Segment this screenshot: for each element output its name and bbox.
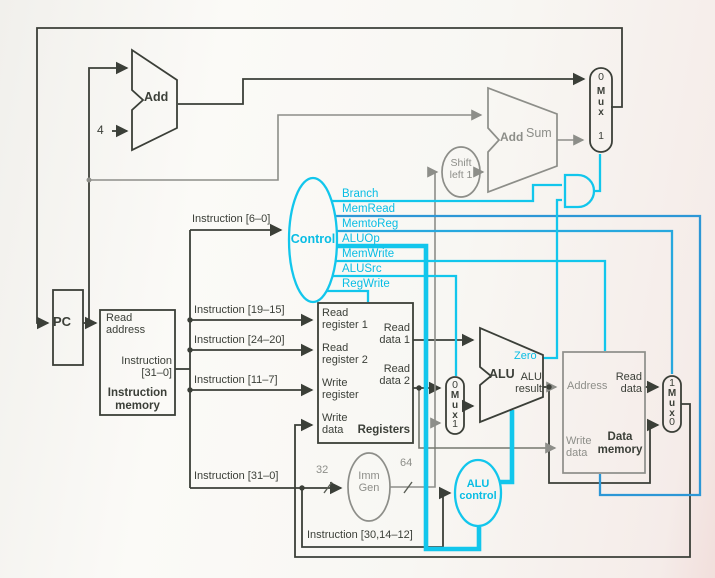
registers-read-register-2-label: Read register 2 (322, 342, 368, 367)
memtoreg-mux (662, 375, 682, 433)
registers-write-data-label: Write data (322, 412, 348, 437)
registers-read-register-1-label: Read register 1 (322, 307, 368, 332)
instr-rd-label: Instruction [11–7] (194, 374, 278, 386)
increment-4-label: 4 (97, 123, 104, 137)
imem-title: Instruction memory (107, 387, 168, 412)
memtoreg-mux-input-1-label: 1 (669, 377, 675, 389)
pc-adder-shape (131, 48, 178, 152)
pcsrc-mux-input-0-label: 0 (598, 71, 604, 83)
instr-full-label: Instruction [31–0] (194, 470, 279, 482)
alu-zero-label: Zero (514, 350, 537, 362)
alusrc-mux-input-0-label: 0 (452, 379, 458, 391)
signal-memtoreg-label: MemtoReg (342, 218, 399, 230)
signal-memwrite-label: MemWrite (342, 248, 395, 260)
bus-width-32-label: 32 (316, 464, 329, 476)
branch-adder-sum-label: Sum (526, 126, 552, 140)
imem-instruction-label: Instruction [31–0] (121, 355, 172, 380)
alusrc-mux (445, 376, 465, 435)
data-memory-title: Data memory (597, 431, 643, 456)
alusrc-mux-label: M u x (450, 390, 460, 421)
imm-gen-oval (347, 452, 391, 522)
alu-control-oval (453, 458, 503, 528)
registers-write-register-label: Write register (322, 377, 359, 402)
data-memory-address-label: Address (567, 380, 608, 392)
control-label: Control (290, 232, 336, 246)
branch-adder-shape (487, 86, 558, 194)
data-memory-write-data-label: Write data (566, 435, 592, 460)
data-memory-box (562, 351, 646, 474)
signal-alusrc-label: ALUSrc (342, 263, 382, 275)
pcsrc-mux (589, 67, 613, 153)
alu-label: ALU (489, 367, 515, 381)
branch-adder-label: Add (500, 130, 524, 144)
bus-width-slashes (323, 481, 413, 494)
and-gate (563, 173, 596, 209)
imem-read-address-label: Read address (106, 312, 146, 337)
signal-regwrite-label: RegWrite (342, 278, 390, 290)
registers-title: Registers (357, 424, 410, 436)
instr-rs2-label: Instruction [24–20] (194, 334, 285, 346)
pcsrc-mux-input-1-label: 1 (598, 130, 604, 142)
shift-left-oval (441, 146, 481, 198)
data-memory-read-data-label: Read data (615, 371, 642, 396)
instruction-memory-box (99, 309, 176, 416)
alusrc-mux-input-1-label: 1 (452, 418, 458, 430)
alu-result-label: ALU result (515, 371, 542, 396)
instr-rs1-label: Instruction [19–15] (194, 304, 285, 316)
registers-read-data-1-label: Read data 1 (379, 322, 410, 347)
imm-gen-label: Imm Gen (358, 470, 380, 495)
registers-read-data-2-label: Read data 2 (379, 363, 410, 388)
shift-left-label: Shift left 1 (449, 157, 473, 181)
pc-box (52, 289, 84, 366)
signal-aluop-label: ALUOp (342, 233, 380, 245)
signal-branch-label: Branch (342, 188, 379, 200)
instr-opcode-label: Instruction [6–0] (192, 213, 271, 225)
instr-funct-label: Instruction [30,14–12] (307, 529, 413, 541)
pcsrc-mux-label: M u x (596, 86, 606, 118)
registers-box (317, 302, 414, 444)
pc-adder-label: Add (144, 90, 169, 104)
control-oval (287, 176, 339, 304)
alu-control-label: ALU control (459, 478, 497, 503)
pc-label: PC (53, 314, 72, 329)
bus-width-64-label: 64 (400, 457, 413, 469)
signal-memread-label: MemRead (342, 203, 396, 215)
memtoreg-mux-input-0-label: 0 (669, 416, 675, 428)
memtoreg-mux-label: M u x (667, 388, 677, 419)
alu-shape (479, 326, 544, 424)
